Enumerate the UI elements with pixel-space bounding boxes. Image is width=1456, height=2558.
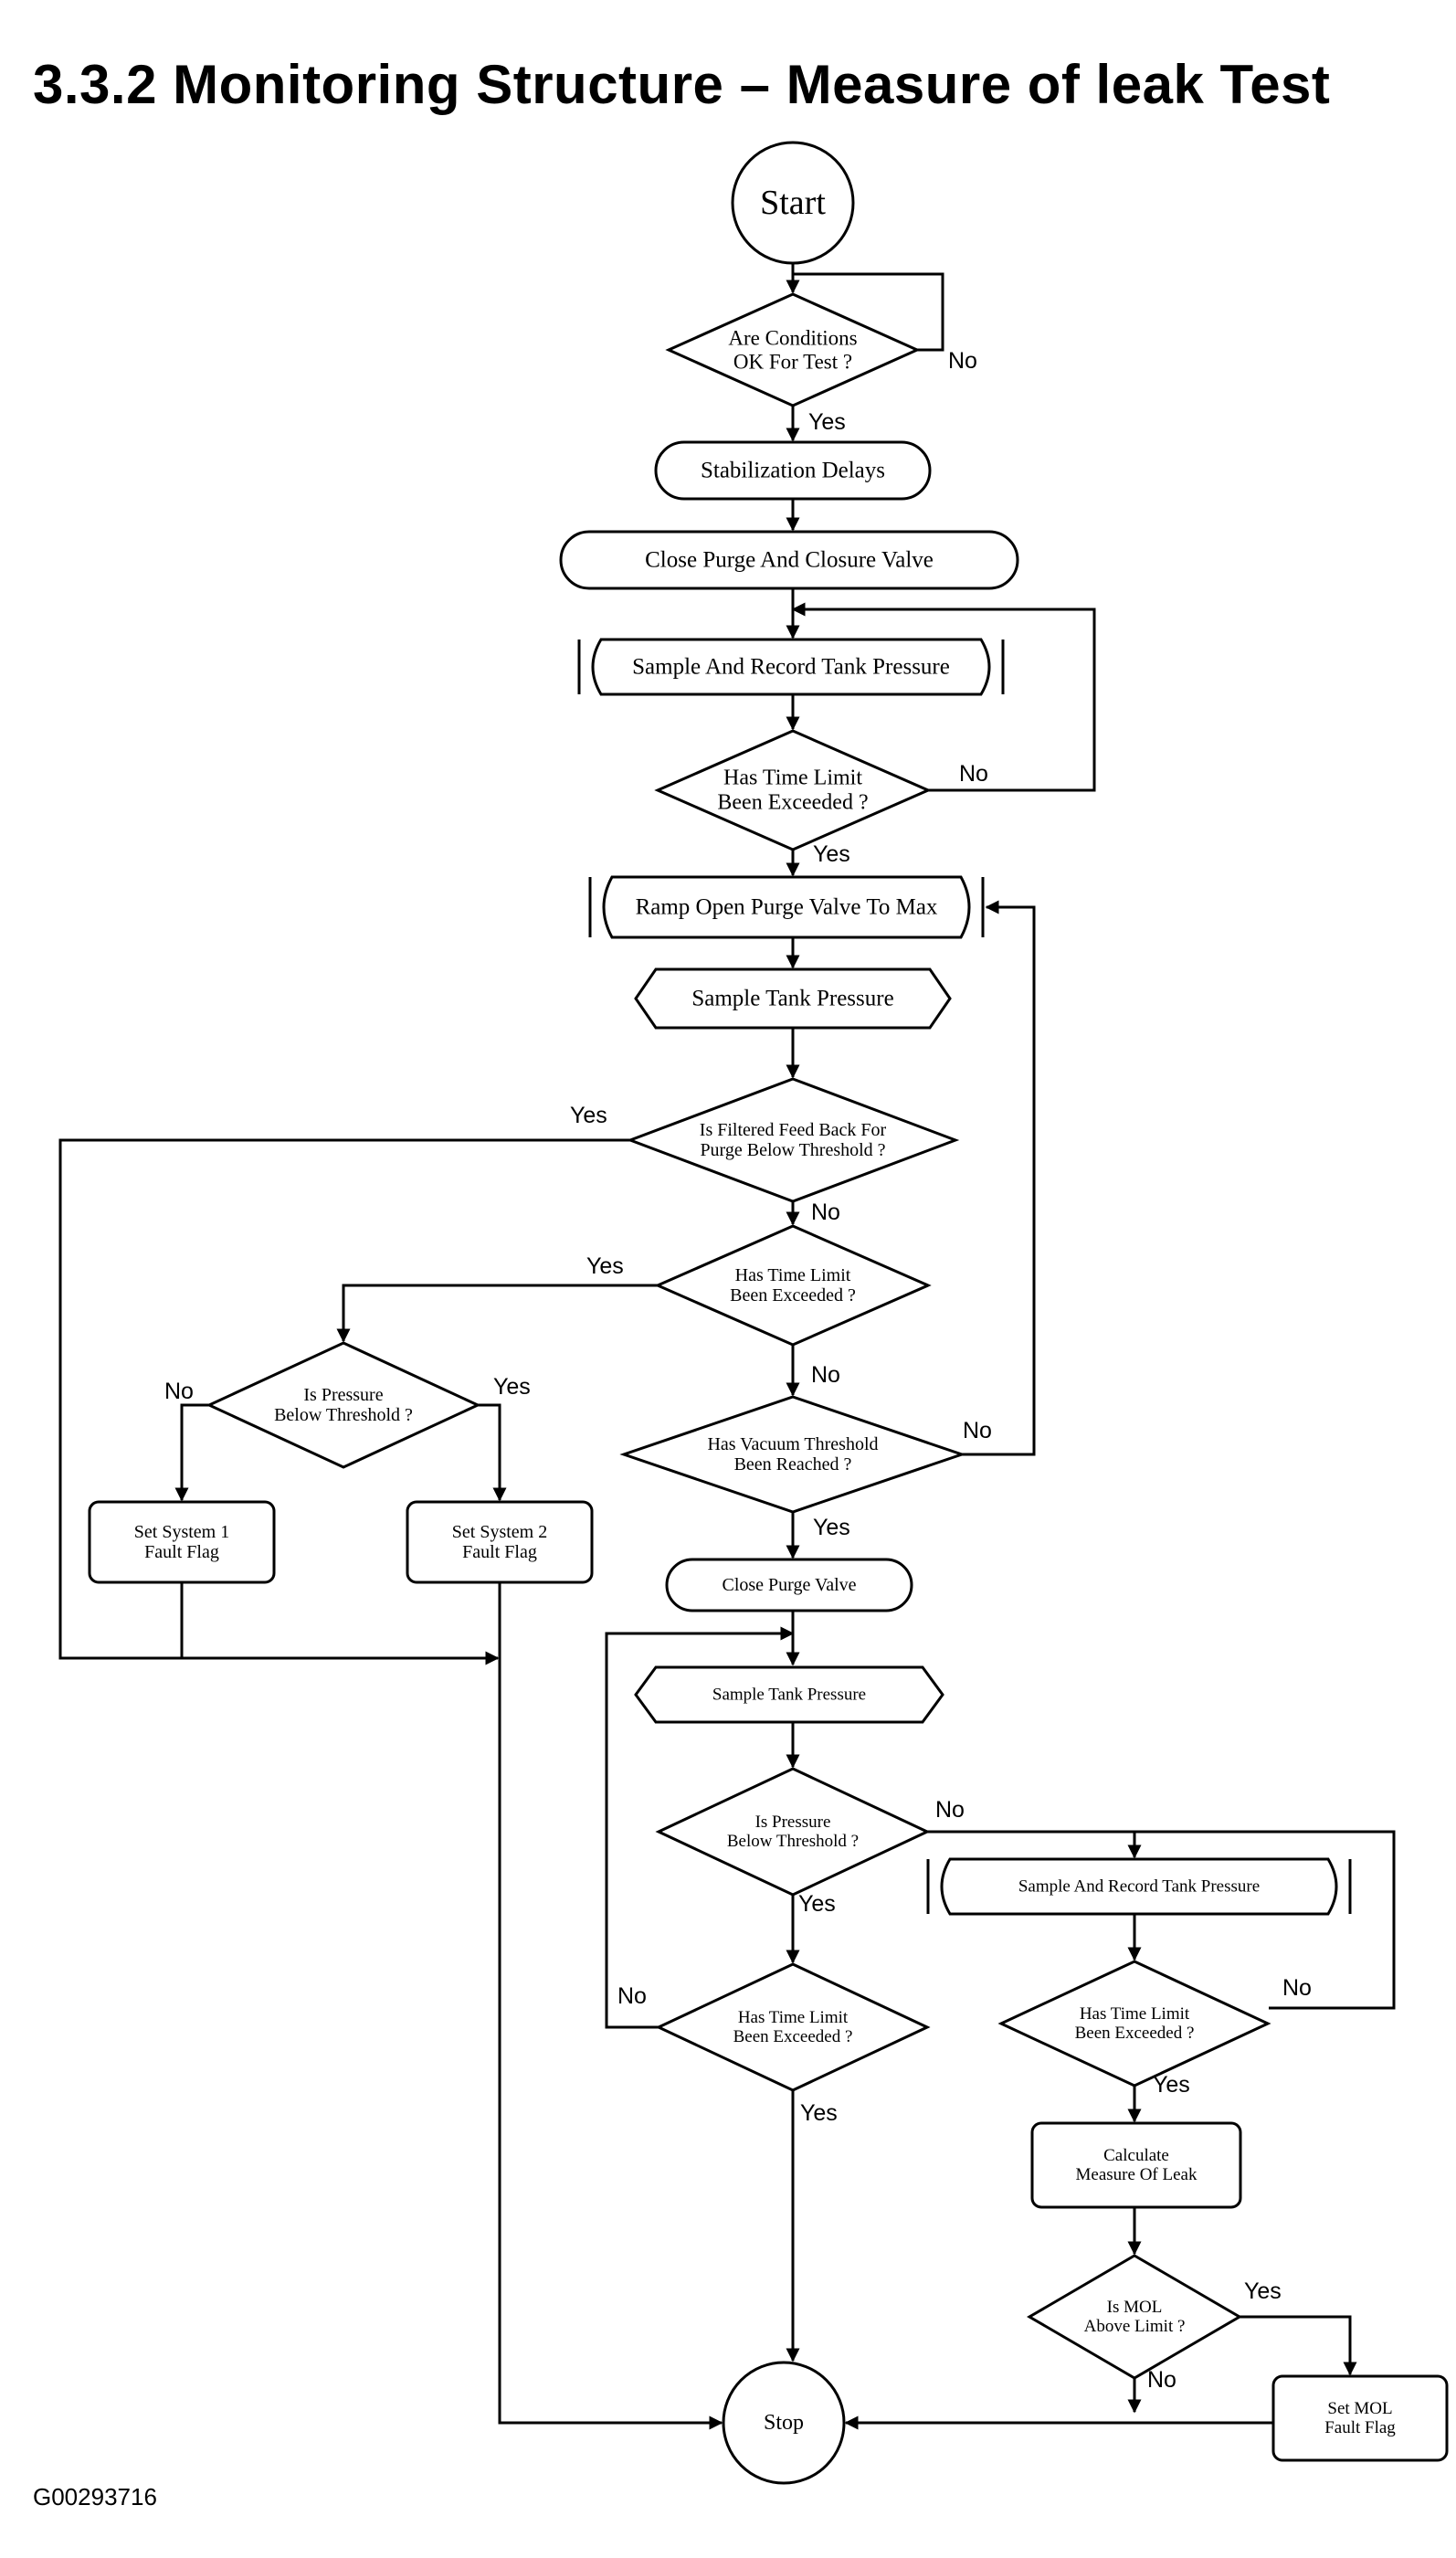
edge-conditions-no-loop bbox=[793, 272, 944, 352]
branch-label-no: No bbox=[1282, 1975, 1312, 2001]
vacuum-threshold-label: Been Reached ? bbox=[734, 1454, 852, 1475]
time-limit-1-label: Been Exceeded ? bbox=[717, 790, 868, 814]
ramp-open-process: Ramp Open Purge Valve To Max bbox=[588, 875, 985, 939]
stop-label: Stop bbox=[764, 2411, 804, 2435]
branch-label-yes: Yes bbox=[493, 1374, 531, 1400]
time-limit-2-label: Been Exceeded ? bbox=[730, 1285, 856, 1305]
branch-label-no: No bbox=[959, 761, 988, 787]
conditions-ok-label: Are Conditions bbox=[728, 327, 857, 350]
flowchart-edges bbox=[58, 263, 1396, 2430]
sample-record-1-label: Sample And Record Tank Pressure bbox=[632, 655, 950, 680]
pressure-below-1-label: Below Threshold ? bbox=[274, 1405, 413, 1425]
sample-record-1-process: Sample And Record Tank Pressure bbox=[577, 638, 1005, 696]
pressure-below-1-label: Is Pressure bbox=[303, 1385, 383, 1405]
edge-vacuum-no-loop bbox=[962, 900, 1036, 1456]
set-system1-label: Set System 1 bbox=[134, 1522, 229, 1542]
branch-label-yes: Yes bbox=[1244, 2278, 1282, 2304]
filtered-feedback-label: Purge Below Threshold ? bbox=[700, 1140, 885, 1160]
branch-label-no: No bbox=[963, 1418, 992, 1443]
branch-label-yes: Yes bbox=[800, 2100, 838, 2126]
close-purge-closure-label: Close Purge And Closure Valve bbox=[645, 548, 934, 573]
branch-label-yes: Yes bbox=[813, 841, 850, 867]
branch-label-no: No bbox=[617, 1983, 647, 2009]
branch-label-yes: Yes bbox=[808, 409, 846, 435]
close-purge-label: Close Purge Valve bbox=[722, 1575, 856, 1595]
branch-label-no: No bbox=[948, 348, 977, 374]
branch-label-no: No bbox=[164, 1379, 194, 1404]
sample-tank-2-label: Sample Tank Pressure bbox=[712, 1686, 866, 1705]
edge-time3-no-loop bbox=[605, 1626, 795, 2029]
set-system1-label: Fault Flag bbox=[144, 1542, 219, 1562]
set-system2-label: Fault Flag bbox=[462, 1542, 537, 1562]
stabilization-process: Stabilization Delays bbox=[654, 440, 932, 501]
branch-label-no: No bbox=[811, 1200, 840, 1225]
sample-record-2-process: Sample And Record Tank Pressure bbox=[926, 1857, 1352, 1916]
start-label: Start bbox=[760, 184, 826, 222]
branch-label-yes: Yes bbox=[586, 1253, 624, 1279]
branch-label-yes: Yes bbox=[570, 1103, 607, 1128]
edge-filtered-yes-stop bbox=[58, 1138, 630, 1665]
time-limit-3-label: Been Exceeded ? bbox=[733, 2027, 853, 2046]
page-title: 3.3.2 Monitoring Structure – Measure of … bbox=[33, 54, 1331, 115]
edge-time1-no-loop bbox=[791, 602, 1096, 792]
stop-terminal: Stop bbox=[722, 2361, 846, 2485]
edge-pressure1-yes bbox=[478, 1403, 507, 1502]
edge-pressure1-no bbox=[174, 1403, 209, 1502]
branch-label-no: No bbox=[811, 1362, 840, 1388]
time-limit-2-label: Has Time Limit bbox=[735, 1265, 851, 1285]
branch-label-yes: Yes bbox=[813, 1515, 850, 1540]
figure-id: G00293716 bbox=[33, 2483, 157, 2510]
time-limit-4-label: Has Time Limit bbox=[1080, 2004, 1190, 2024]
calculate-mol-label: Measure Of Leak bbox=[1076, 2165, 1198, 2184]
sample-tank-1-process: Sample Tank Pressure bbox=[634, 967, 952, 1030]
edge-mol-yes bbox=[1240, 2315, 1357, 2376]
time-limit-4-label: Been Exceeded ? bbox=[1075, 2024, 1195, 2043]
vacuum-threshold-label: Has Vacuum Threshold bbox=[707, 1434, 878, 1454]
set-mol-label: Fault Flag bbox=[1324, 2418, 1396, 2437]
filtered-feedback-label: Is Filtered Feed Back For bbox=[700, 1120, 887, 1140]
pressure-below-2-label: Is Pressure bbox=[755, 1813, 831, 1832]
branch-label-no: No bbox=[1147, 2367, 1176, 2393]
branch-label-yes: Yes bbox=[1153, 2072, 1190, 2098]
time-limit-1-label: Has Time Limit bbox=[723, 766, 862, 790]
calculate-mol-label: Calculate bbox=[1103, 2146, 1169, 2165]
branch-label-yes: Yes bbox=[798, 1891, 836, 1917]
edge-pressure2-no bbox=[927, 1830, 1396, 2010]
branch-label-no: No bbox=[935, 1797, 965, 1823]
start-terminal: Start bbox=[731, 141, 855, 265]
set-system2-label: Set System 2 bbox=[452, 1522, 547, 1542]
set-mol-label: Set MOL bbox=[1327, 2399, 1392, 2418]
sample-tank-1-label: Sample Tank Pressure bbox=[691, 987, 893, 1011]
edge-sys2-stop bbox=[498, 1582, 723, 2430]
mol-above-label: Above Limit ? bbox=[1084, 2317, 1186, 2336]
ramp-open-label: Ramp Open Purge Valve To Max bbox=[636, 895, 938, 920]
time-limit-3-label: Has Time Limit bbox=[738, 2008, 849, 2027]
pressure-below-2-label: Below Threshold ? bbox=[727, 1832, 859, 1851]
edge-time2-yes bbox=[336, 1284, 658, 1343]
sample-record-2-label: Sample And Record Tank Pressure bbox=[1018, 1877, 1260, 1897]
stabilization-label: Stabilization Delays bbox=[701, 459, 885, 483]
conditions-ok-label: OK For Test ? bbox=[733, 350, 852, 373]
mol-above-label: Is MOL bbox=[1107, 2298, 1163, 2317]
sample-tank-2-process: Sample Tank Pressure bbox=[634, 1665, 944, 1724]
close-purge-process: Close Purge Valve bbox=[665, 1558, 913, 1612]
close-purge-closure-process: Close Purge And Closure Valve bbox=[559, 530, 1019, 590]
